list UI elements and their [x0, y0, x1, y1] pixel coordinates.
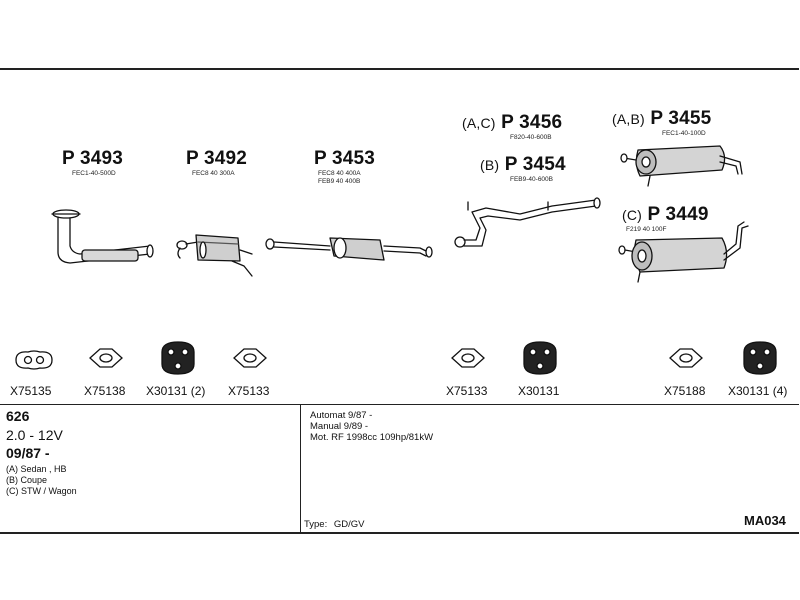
gasket-icon	[89, 348, 123, 368]
info-column-divider	[300, 404, 301, 534]
part-p3456: (A,C) P 3456 F820-40-600B	[462, 112, 562, 142]
specs-block: Automat 9/87 - Manual 9/89 - Mot. RF 199…	[310, 410, 433, 443]
fitting-label: X75133	[446, 384, 488, 398]
part-p3493: P 3493 FEC1-40-500D	[62, 148, 123, 178]
rubber-mount-icon	[161, 341, 195, 375]
gasket-icon	[15, 350, 53, 370]
oem-code: FEB9-40-600B	[510, 176, 553, 183]
gasket-icon	[233, 348, 267, 368]
fitting-label: X75135	[10, 384, 52, 398]
fitting-label: X30131 (2)	[146, 384, 206, 398]
rubber-mount-icon	[743, 341, 777, 375]
part-number: P 3493	[62, 148, 124, 169]
body-variant: (C) STW / Wagon	[6, 486, 77, 496]
vehicle-info: 626 2.0 - 12V 09/87 - (A) Sedan , HB (B)…	[6, 408, 77, 497]
spec-line: Mot. RF 1998cc 109hp/81kW	[310, 432, 434, 443]
part-number: P 3455	[650, 108, 712, 129]
rear-silencer-c-drawing	[618, 221, 749, 283]
gasket-icon	[669, 348, 703, 368]
fitting-label: X30131	[518, 384, 560, 398]
oem-code: FEC1-40-500D	[72, 170, 116, 177]
body-variant: (A) Sedan , HB	[6, 464, 67, 474]
type-value: GD/GV	[333, 519, 365, 530]
spec-line: Automat 9/87 -	[310, 410, 373, 421]
exhaust-parts-drawing	[51, 145, 749, 283]
part-number: P 3454	[504, 154, 566, 175]
part-p3455: (A,B) P 3455 FEC1-40-100D	[612, 108, 711, 138]
variant-prefix: (A,C)	[462, 115, 496, 131]
intermediate-pipe-drawing	[454, 197, 601, 248]
part-p3454: (B) P 3454 FEB9-40-600B	[480, 154, 566, 184]
fitting-label: X30131 (4)	[728, 384, 788, 398]
diagram-code: MA034	[744, 513, 786, 528]
oem-code: F219 40 100F	[626, 226, 667, 233]
fitting-label: X75133	[228, 384, 270, 398]
part-p3492: P 3492 FEC8 40 300A	[186, 148, 247, 178]
oem-code: FEC1-40-100D	[662, 130, 706, 137]
fitting-label: X75188	[664, 384, 706, 398]
part-number: P 3449	[647, 204, 709, 225]
spec-line: Manual 9/89 -	[310, 421, 369, 432]
type-info: Type: GD/GV	[304, 519, 365, 530]
vehicle-engine: 2.0 - 12V	[6, 427, 63, 443]
vehicle-model: 626	[6, 408, 30, 424]
oem-code: FEC8 40 300A	[192, 170, 235, 177]
fitting-label: X75138	[84, 384, 126, 398]
part-number: P 3453	[314, 148, 376, 169]
info-divider	[0, 404, 799, 405]
part-p3449: (C) P 3449 F219 40 100F	[622, 204, 709, 234]
catalyst-drawing	[176, 234, 253, 277]
variant-prefix: (C)	[622, 207, 643, 223]
type-label: Type:	[304, 519, 328, 530]
front-pipe-drawing	[51, 209, 154, 264]
center-pipe-drawing	[265, 237, 433, 261]
part-p3453: P 3453 FEC8 40 400A FEB9 40 400B	[314, 148, 375, 186]
fittings-drawing	[15, 341, 777, 375]
vehicle-date: 09/87 -	[6, 445, 50, 461]
body-variant: (B) Coupe	[6, 475, 48, 485]
rear-silencer-a-drawing	[620, 145, 743, 187]
gasket-icon	[451, 348, 485, 368]
oem-code: FEC8 40 400A	[318, 170, 361, 177]
exhaust-system-sheet: P 3493 FEC1-40-500D P 3492 FEC8 40 300A …	[0, 68, 799, 534]
variant-prefix: (A,B)	[612, 111, 645, 127]
rubber-mount-icon	[523, 341, 557, 375]
part-number: P 3492	[186, 148, 248, 169]
oem-code: FEB9 40 400B	[318, 178, 361, 185]
oem-code: F820-40-600B	[510, 134, 552, 141]
part-number: P 3456	[501, 112, 563, 133]
variant-prefix: (B)	[480, 157, 500, 173]
